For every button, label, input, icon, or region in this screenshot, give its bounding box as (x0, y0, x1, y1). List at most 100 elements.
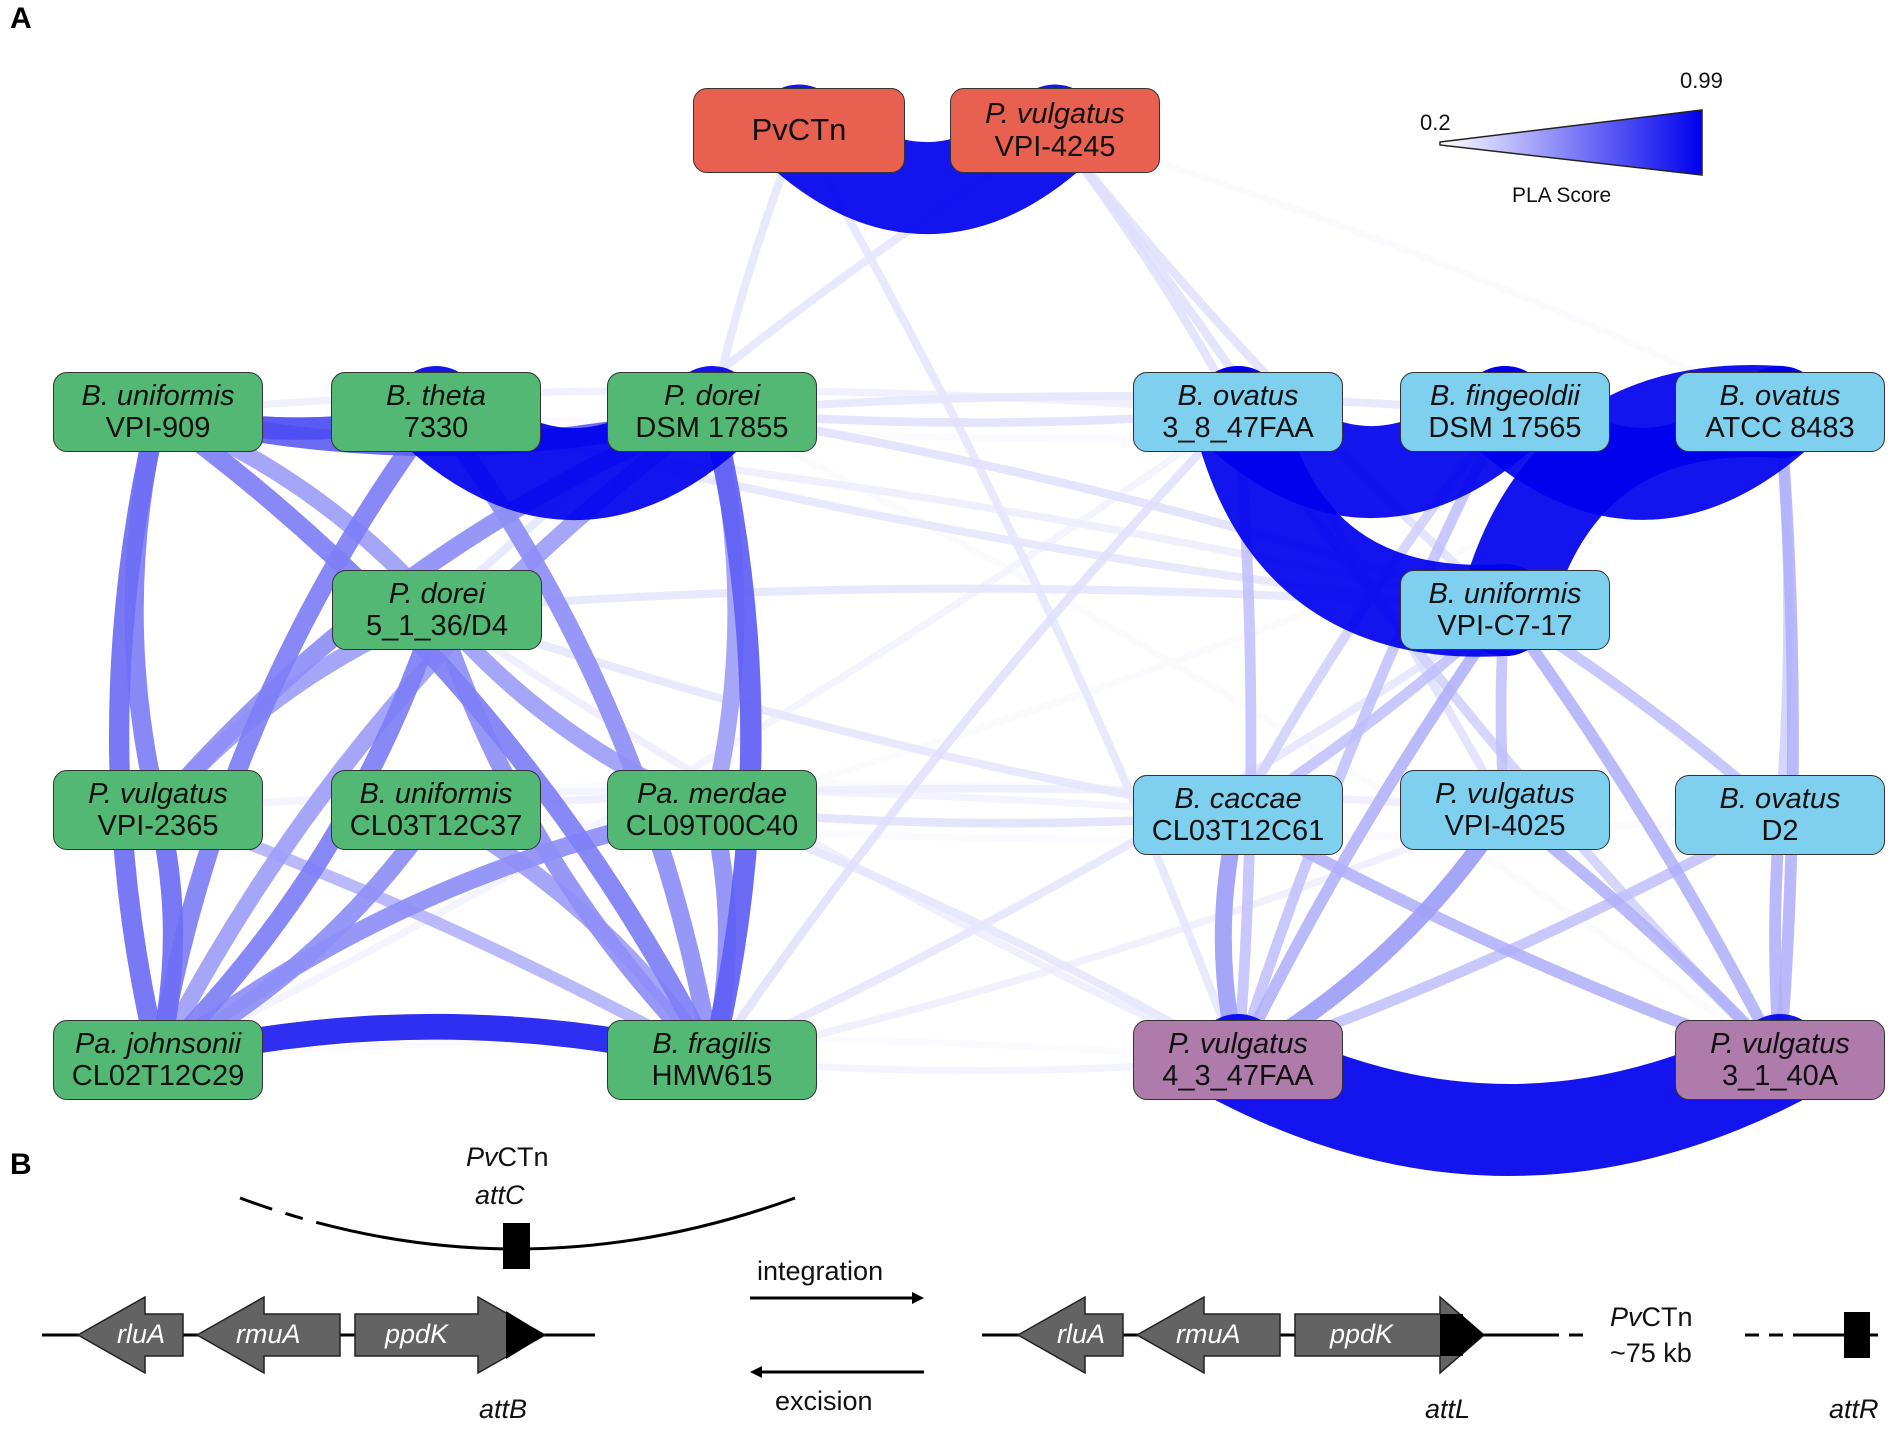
edge-pd_5136-paj_cl02 (148, 600, 447, 1070)
edge-bu_vpi909-paj_cl02 (108, 401, 169, 1071)
left-rlua-gene-arrow (76, 1295, 184, 1375)
node-species: B. ovatus (1719, 782, 1841, 815)
node-species: P. vulgatus (1710, 1027, 1850, 1060)
edge-pd_dsm17855-pv_3140 (708, 408, 1784, 1064)
node-species: P. vulgatus (985, 98, 1125, 131)
node-species: P. dorei (388, 577, 486, 610)
node-strain: DSM 17855 (635, 412, 789, 444)
edge-pd_dsm17855-bf_hmw615 (701, 401, 762, 1071)
attl-site-marker (1440, 1314, 1484, 1356)
edge-bu_vpic717-pv_4347 (1232, 604, 1511, 1066)
node-strain: DSM 17565 (1428, 412, 1582, 444)
node-species: P. vulgatus (1168, 1027, 1308, 1060)
node-species: P. vulgatus (1435, 777, 1575, 810)
node-species: B. fingeoldii (1430, 379, 1580, 412)
right-rmua-label: rmuA (1176, 1319, 1241, 1349)
panel-b-label: B (10, 1148, 32, 1181)
legend-title: PLA Score (1512, 184, 1612, 207)
pvctn-title-rest: CTn (497, 1142, 549, 1172)
attc-site-marker (503, 1223, 530, 1269)
attc-label: attC (475, 1180, 525, 1210)
node-strain: CL09T00C40 (625, 810, 799, 842)
legend-min-label: 0.2 (1420, 110, 1451, 135)
panel-a-label: A (10, 2, 32, 35)
node-strain: VPI-4245 (994, 130, 1116, 163)
node-strain: VPI-C7-17 (1437, 610, 1573, 642)
node-strain: 5_1_36/D4 (366, 610, 508, 642)
left-rmua-gene-arrow (195, 1295, 341, 1375)
node-species: Pa. johnsonii (74, 1027, 242, 1060)
node-label: PvCTn (751, 112, 847, 148)
node-strain: ATCC 8483 (1705, 412, 1855, 444)
node-species: B. ovatus (1177, 379, 1299, 412)
node-species: B. ovatus (1719, 379, 1841, 412)
left-rmua-label: rmuA (236, 1319, 301, 1349)
legend-max-label: 0.99 (1680, 68, 1723, 93)
right-ppdk-label: ppdK (1330, 1319, 1394, 1349)
edge-bf_hmw615-bo_3847 (707, 407, 1243, 1065)
edge-bu_vpic717-pv_3140 (1499, 604, 1786, 1066)
insert-size-label: ~75 kb (1610, 1338, 1692, 1368)
node-strain: 3_1_40A (1721, 1060, 1839, 1092)
edge-bf_hmw615-bu_vpic717 (707, 605, 1510, 1065)
node-strain: VPI-4025 (1444, 810, 1566, 842)
node-species: B. uniformis (359, 777, 513, 810)
edge-bu_vpi909-bf_hmw615 (148, 402, 722, 1070)
left-rlua-label: rluA (117, 1319, 166, 1349)
node-strain: HMW615 (651, 1060, 773, 1092)
attr-label: attR (1829, 1394, 1879, 1424)
node-species: P. vulgatus (88, 777, 228, 810)
node-species: B. fragilis (652, 1027, 772, 1060)
integration-label: integration (757, 1256, 884, 1286)
insert-name-label: PvCTn (1610, 1302, 1693, 1332)
node-strain: 7330 (403, 412, 469, 444)
node-strain: 3_8_47FAA (1162, 412, 1314, 444)
node-strain: CL02T12C29 (71, 1060, 245, 1092)
excision-label: excision (775, 1386, 873, 1416)
right-rlua-label: rluA (1057, 1319, 1106, 1349)
edge-pv_vpi4245-bo_atcc8483 (1051, 127, 1784, 416)
integration-arrowhead (912, 1292, 924, 1304)
node-species: Pa. merdae (637, 777, 787, 810)
edge-pd_5136-pv_4347 (433, 606, 1242, 1064)
node-species: B. theta (386, 379, 486, 412)
edge-pd_5136-bc_cl03 (432, 605, 1243, 820)
edge-bo_atcc8483-pv_3140 (1774, 406, 1799, 1066)
right-rmua-gene-arrow (1135, 1295, 1281, 1375)
pvctn-title: PvCTn (466, 1142, 549, 1172)
edge-bf_hmw615-pv_vpi4025 (708, 806, 1509, 1064)
node-species: B. caccae (1174, 782, 1302, 815)
attl-label: attL (1425, 1394, 1471, 1424)
edge-pd_dsm17855-bfi_dsm17565 (707, 392, 1510, 417)
attb-label: attB (479, 1394, 528, 1424)
node-strain: CL03T12C37 (349, 810, 523, 842)
node-strain: CL03T12C61 (1151, 815, 1325, 847)
excision-arrowhead (750, 1366, 762, 1378)
right-rlua-gene-arrow (1016, 1295, 1124, 1375)
node-species: P. dorei (663, 379, 761, 412)
node-strain: VPI-909 (105, 412, 211, 444)
node-strain: D2 (1761, 815, 1799, 847)
node-pvctn[interactable]: PvCTn (693, 88, 905, 173)
